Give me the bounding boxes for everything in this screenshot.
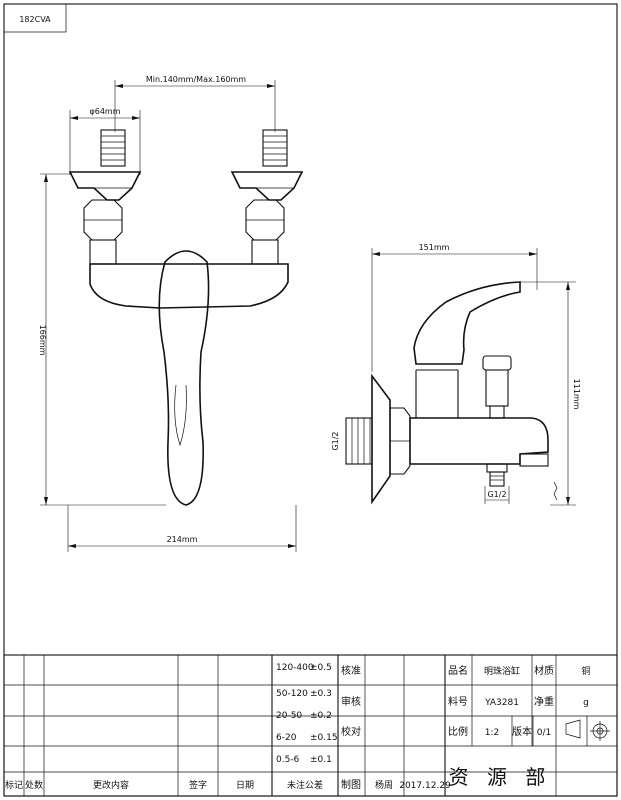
front-view: Min.140mm/Max.160mm φ64mm [38, 75, 304, 552]
tol-range: 20-50 [276, 711, 302, 721]
handle-groove [174, 384, 187, 447]
side-outlet-thread-label: G1/2 [487, 490, 506, 499]
water-stream-mark [553, 481, 558, 501]
tb-drafter-name: 杨周 [375, 779, 393, 791]
dim-flange-label: φ64mm [89, 107, 120, 116]
tol-range: 6-20 [276, 733, 297, 743]
dim-height-front: 166mm [38, 173, 166, 506]
tol-value: ±0.5 [310, 663, 332, 673]
tol-value: ±0.1 [310, 755, 332, 765]
right-inlet [230, 129, 304, 265]
drawing-code-box: 182CVA [3, 3, 67, 33]
tb-version-label: 版本 [512, 725, 532, 738]
faucet-body [89, 263, 289, 309]
tol-range: 50-120 [276, 689, 308, 699]
side-handle [413, 281, 521, 365]
dim-height-side: 111mm [520, 281, 581, 506]
tb-header-tolerance: 未注公差 [287, 779, 323, 791]
drawing-code: 182CVA [19, 15, 51, 24]
dim-depth-side-label: 151mm [419, 243, 450, 252]
tol-value: ±0.3 [310, 689, 332, 699]
dim-width-front-label: 214mm [167, 535, 198, 544]
tb-approve-label: 核准 [341, 664, 361, 677]
tb-scale-value: 1:2 [485, 728, 499, 738]
tb-part-no-value: YA3281 [484, 698, 519, 708]
tb-version-value: 0/1 [537, 728, 551, 738]
side-spout-tip [519, 453, 549, 467]
tb-draw-date: 2017.12.29 [399, 781, 451, 791]
tolerance-table: 120-400 ±0.5 50-120 ±0.3 20-50 ±0.2 6-20… [276, 663, 338, 765]
dim-centers: Min.140mm/Max.160mm [114, 75, 276, 132]
tb-drafter-label: 制图 [341, 778, 361, 791]
side-inlet-thread [345, 417, 373, 465]
tol-value: ±0.15 [310, 733, 338, 743]
side-flange [371, 373, 391, 505]
dim-centers-label: Min.140mm/Max.160mm [146, 75, 246, 84]
tol-value: ±0.2 [310, 711, 332, 721]
dim-depth-side: 151mm [371, 243, 538, 372]
tb-name-label: 品名 [448, 664, 468, 677]
left-inlet [68, 129, 142, 265]
tol-range: 120-400 [276, 663, 314, 673]
sheet-border [3, 3, 618, 797]
dim-flange: φ64mm [69, 107, 141, 175]
title-block: 标记 处数 更改内容 签字 日期 未注公差 120-400 ±0.5 50-12… [3, 654, 618, 797]
tb-weight-value: g [583, 698, 589, 708]
tb-header-mark: 标记 [5, 779, 23, 791]
tb-proofread-label: 校对 [341, 725, 361, 738]
tb-part-no-label: 料号 [448, 695, 468, 708]
tb-review-label: 审核 [341, 695, 361, 708]
diverter-knob [482, 355, 512, 419]
dim-width-front: 214mm [67, 505, 297, 552]
side-outlet [484, 463, 510, 504]
side-inlet-thread-label: G1/2 [331, 431, 340, 450]
tb-department: 资 源 部 [449, 765, 552, 789]
dim-height-front-label: 166mm [38, 325, 47, 356]
tb-header-count: 处数 [25, 779, 43, 791]
lever-handle [158, 250, 210, 506]
tb-scale-label: 比例 [448, 725, 468, 738]
tb-header-sign: 签字 [189, 779, 207, 791]
tb-material-label: 材质 [534, 664, 554, 677]
dim-height-side-label: 111mm [572, 379, 581, 410]
tb-material-value: 铜 [581, 665, 590, 677]
tol-range: 0.5-6 [276, 755, 300, 765]
side-body [409, 417, 549, 465]
tb-header-change: 更改内容 [93, 779, 129, 791]
tb-weight-label: 净重 [534, 695, 554, 708]
side-view: 151mm G1/2 [331, 243, 581, 506]
side-nut [389, 407, 411, 475]
tb-header-date: 日期 [236, 780, 254, 791]
projection-symbol-icon [565, 719, 610, 741]
tb-name-value: 明珠浴缸 [484, 665, 520, 677]
